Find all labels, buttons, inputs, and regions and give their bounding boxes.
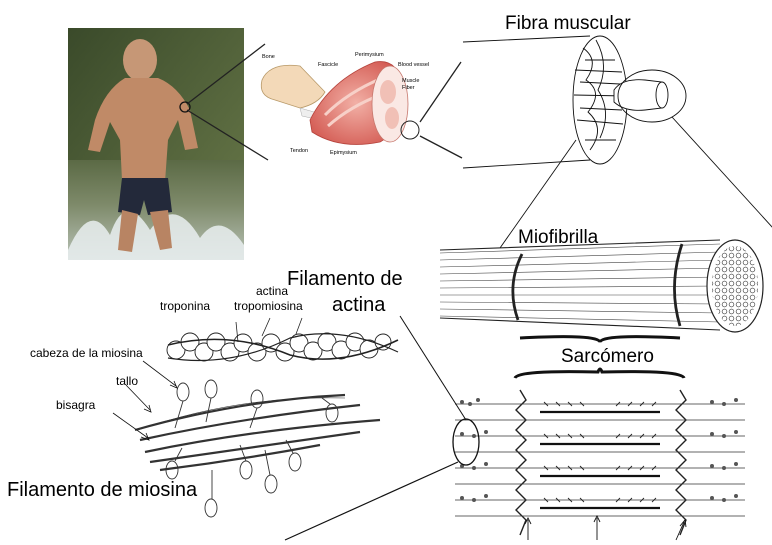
label-tropomiosina: tropomiosina bbox=[234, 300, 303, 312]
filament-pointer-line bbox=[285, 462, 458, 540]
actina-pointer-line bbox=[400, 316, 466, 420]
label-tallo: tallo bbox=[116, 375, 138, 387]
label-actina-large: actina bbox=[332, 295, 385, 315]
muscle-fiber-drawing bbox=[463, 36, 772, 248]
label-actina-small: actina bbox=[256, 285, 288, 297]
label-bone: Bone bbox=[262, 54, 275, 60]
label-fibra-muscular: Fibra muscular bbox=[505, 14, 631, 33]
label-blood-vessel: Blood vessel bbox=[398, 62, 429, 68]
label-bisagra: bisagra bbox=[56, 399, 95, 411]
label-troponina: troponina bbox=[160, 300, 210, 312]
myofibril-drawing bbox=[440, 240, 763, 332]
sarcomere-drawing bbox=[450, 385, 750, 540]
sarcomere-brace bbox=[515, 369, 684, 378]
label-perimysium: Perimysium bbox=[355, 52, 384, 58]
label-filamento-de-miosina: Filamento de miosina bbox=[7, 480, 197, 500]
label-epimysium: Epimysium bbox=[330, 150, 357, 156]
muscle-anatomy-drawing: Bone Fascicle Perimysium Blood vessel Mu… bbox=[261, 52, 429, 156]
label-fascicle: Fascicle bbox=[318, 62, 338, 68]
label-sarcomero: Sarcómero bbox=[561, 347, 654, 366]
label-muscle-fiber-2: Fiber bbox=[402, 85, 415, 91]
label-muscle-fiber-1: Muscle bbox=[402, 78, 419, 84]
sarcomere-brace-upper bbox=[520, 337, 680, 342]
runner-photo bbox=[68, 28, 244, 260]
label-cabeza-miosina: cabeza de la miosina bbox=[30, 347, 143, 359]
actin-filament-drawing bbox=[167, 318, 398, 361]
label-tendon: Tendon bbox=[290, 148, 308, 154]
label-filamento-de: Filamento de bbox=[287, 269, 403, 289]
label-miofibrilla: Miofibrilla bbox=[518, 228, 598, 247]
